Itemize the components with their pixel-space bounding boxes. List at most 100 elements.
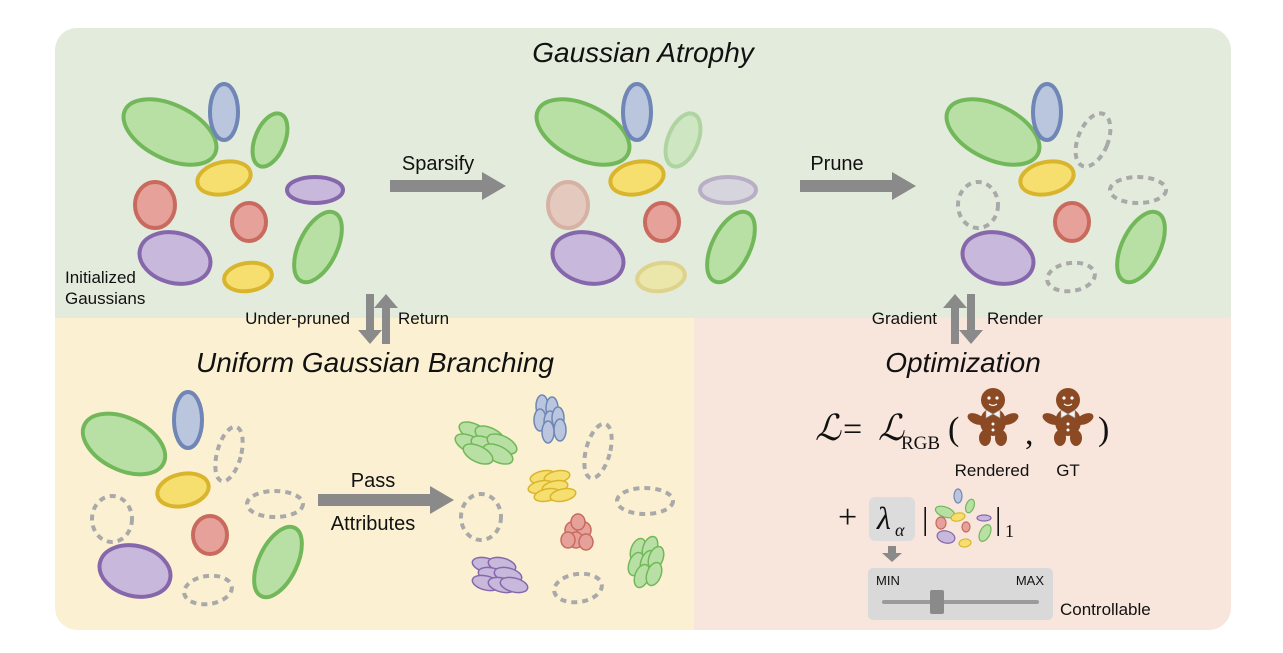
- gaussian-ellipse: [635, 260, 687, 294]
- sparsify-label: Sparsify: [402, 153, 474, 175]
- slider-min-label: MIN: [876, 573, 900, 588]
- under-pruned-arrow: [358, 294, 382, 344]
- gingerbread-arm: [1001, 413, 1019, 425]
- gradient-label: Gradient: [872, 309, 937, 328]
- gaussian-ellipse: [133, 180, 177, 230]
- branching-input-gaussians: [80, 390, 305, 607]
- gaussian-ellipse: [1018, 159, 1076, 197]
- lambda-symbol: λ: [876, 500, 891, 536]
- pruned-gaussian-outline: [1045, 260, 1097, 294]
- norm-subscript: 1: [1005, 521, 1014, 541]
- gingerbread-head: [1056, 388, 1080, 412]
- slider-max-label: MAX: [1016, 573, 1045, 588]
- gaussian-ellipse: [292, 209, 344, 285]
- gaussian-ellipse: [546, 180, 590, 230]
- comma: ,: [1025, 415, 1034, 452]
- gingerbread-eye: [1070, 396, 1074, 400]
- gaussian-ellipse: [705, 209, 757, 285]
- gingerbread-arm: [967, 413, 985, 425]
- slider-panel: [868, 568, 1053, 620]
- gaussian-ellipse: [1115, 209, 1167, 285]
- rendered-label: Rendered: [955, 461, 1030, 480]
- gaussian-ellipse: [549, 487, 577, 503]
- gaussian-ellipse: [958, 538, 972, 548]
- gingerbread-head: [981, 388, 1005, 412]
- alpha-slider[interactable]: MIN MAX: [868, 568, 1053, 620]
- pruned-gaussian-outline: [1073, 111, 1113, 169]
- gaussian-ellipse: [953, 488, 963, 504]
- gaussian-ellipse: [155, 471, 211, 509]
- gaussian-ellipse: [462, 443, 494, 465]
- norm-close: |: [995, 500, 1001, 536]
- render-label: Render: [987, 309, 1043, 328]
- slider-track: [882, 600, 1039, 604]
- prune-arrow: [800, 172, 916, 200]
- return-label: Return: [398, 309, 449, 328]
- lambda-down-arrow: [882, 546, 902, 562]
- gaussian-ellipse: [191, 514, 229, 556]
- rgb-subscript: RGB: [901, 433, 940, 454]
- pruned-gaussian-outline: [90, 494, 134, 544]
- opacity-mini-gaussians: [934, 488, 992, 548]
- gingerbread-button: [991, 422, 995, 426]
- gingerbread-button: [1066, 428, 1070, 432]
- gaussian-ellipse: [570, 513, 586, 531]
- open-paren: (: [948, 411, 959, 448]
- gaussian-ellipse: [499, 576, 529, 594]
- gaussian-ellipse: [964, 498, 976, 514]
- gaussian-ellipse: [208, 82, 240, 142]
- branching-title: Uniform Gaussian Branching: [196, 347, 554, 378]
- gaussian-ellipse: [222, 260, 274, 294]
- gingerbread-bowtie: [1060, 409, 1076, 419]
- gaussian-ellipse: [285, 175, 345, 205]
- controllable-label: Controllable: [1060, 600, 1151, 619]
- gt-label: GT: [1056, 461, 1080, 480]
- optimization-title: Optimization: [885, 347, 1041, 378]
- gingerbread-arm: [1042, 413, 1060, 425]
- gingerbread-eye: [987, 396, 991, 400]
- gaussian-ellipse: [645, 561, 663, 587]
- gaussian-ellipse: [608, 159, 666, 197]
- pruned-gaussian-outline: [213, 424, 245, 484]
- pruned-gaussian-outline: [182, 573, 234, 607]
- norm-open: |: [922, 500, 928, 536]
- pruned-gaussian-outline: [582, 421, 614, 481]
- plus-sign: +: [838, 499, 857, 536]
- prune-label: Prune: [810, 153, 863, 175]
- gradient-arrow: [943, 294, 967, 344]
- gaussian-ellipse: [97, 543, 173, 599]
- gaussian-ellipse: [1053, 201, 1091, 243]
- gingerbread-bowtie: [985, 409, 1001, 419]
- gaussian-ellipse: [121, 97, 219, 167]
- pruned-gaussian-outline: [1108, 175, 1168, 205]
- gingerbread-arm: [1076, 413, 1094, 425]
- pruned-gaussian-outline: [245, 489, 305, 519]
- gaussian-ellipse: [482, 443, 514, 465]
- gaussian-ellipse: [978, 524, 992, 542]
- gaussian-ellipse: [541, 420, 555, 444]
- gingerbread-gt-image: [1042, 388, 1094, 446]
- slider-thumb[interactable]: [930, 590, 944, 614]
- gingerbread-button: [1066, 422, 1070, 426]
- return-arrow: [374, 294, 398, 344]
- gingerbread-leg: [1070, 430, 1082, 446]
- gaussian-ellipse: [550, 230, 626, 286]
- gingerbread-eye: [995, 396, 999, 400]
- gaussian-ellipse: [560, 531, 576, 549]
- gaussian-ellipse: [663, 111, 703, 169]
- gaussian-ellipse: [621, 82, 653, 142]
- pruned-gaussian-outline: [956, 180, 1000, 230]
- attributes-label: Attributes: [331, 513, 415, 535]
- gaussian-ellipse: [961, 521, 971, 533]
- gaussian-ellipse: [230, 201, 268, 243]
- gaussian-ellipse: [534, 97, 632, 167]
- branched-gaussians: [454, 394, 675, 605]
- gingerbread-rendered-image: [967, 388, 1019, 446]
- pruned-gaussian-outline: [459, 492, 503, 542]
- equals-sign: =: [843, 411, 862, 448]
- gaussian-ellipse: [252, 524, 304, 600]
- gaussian-ellipse: [936, 530, 956, 544]
- gingerbread-button: [991, 428, 995, 432]
- gaussian-ellipse: [944, 97, 1042, 167]
- atrophy-title: Gaussian Atrophy: [532, 37, 756, 68]
